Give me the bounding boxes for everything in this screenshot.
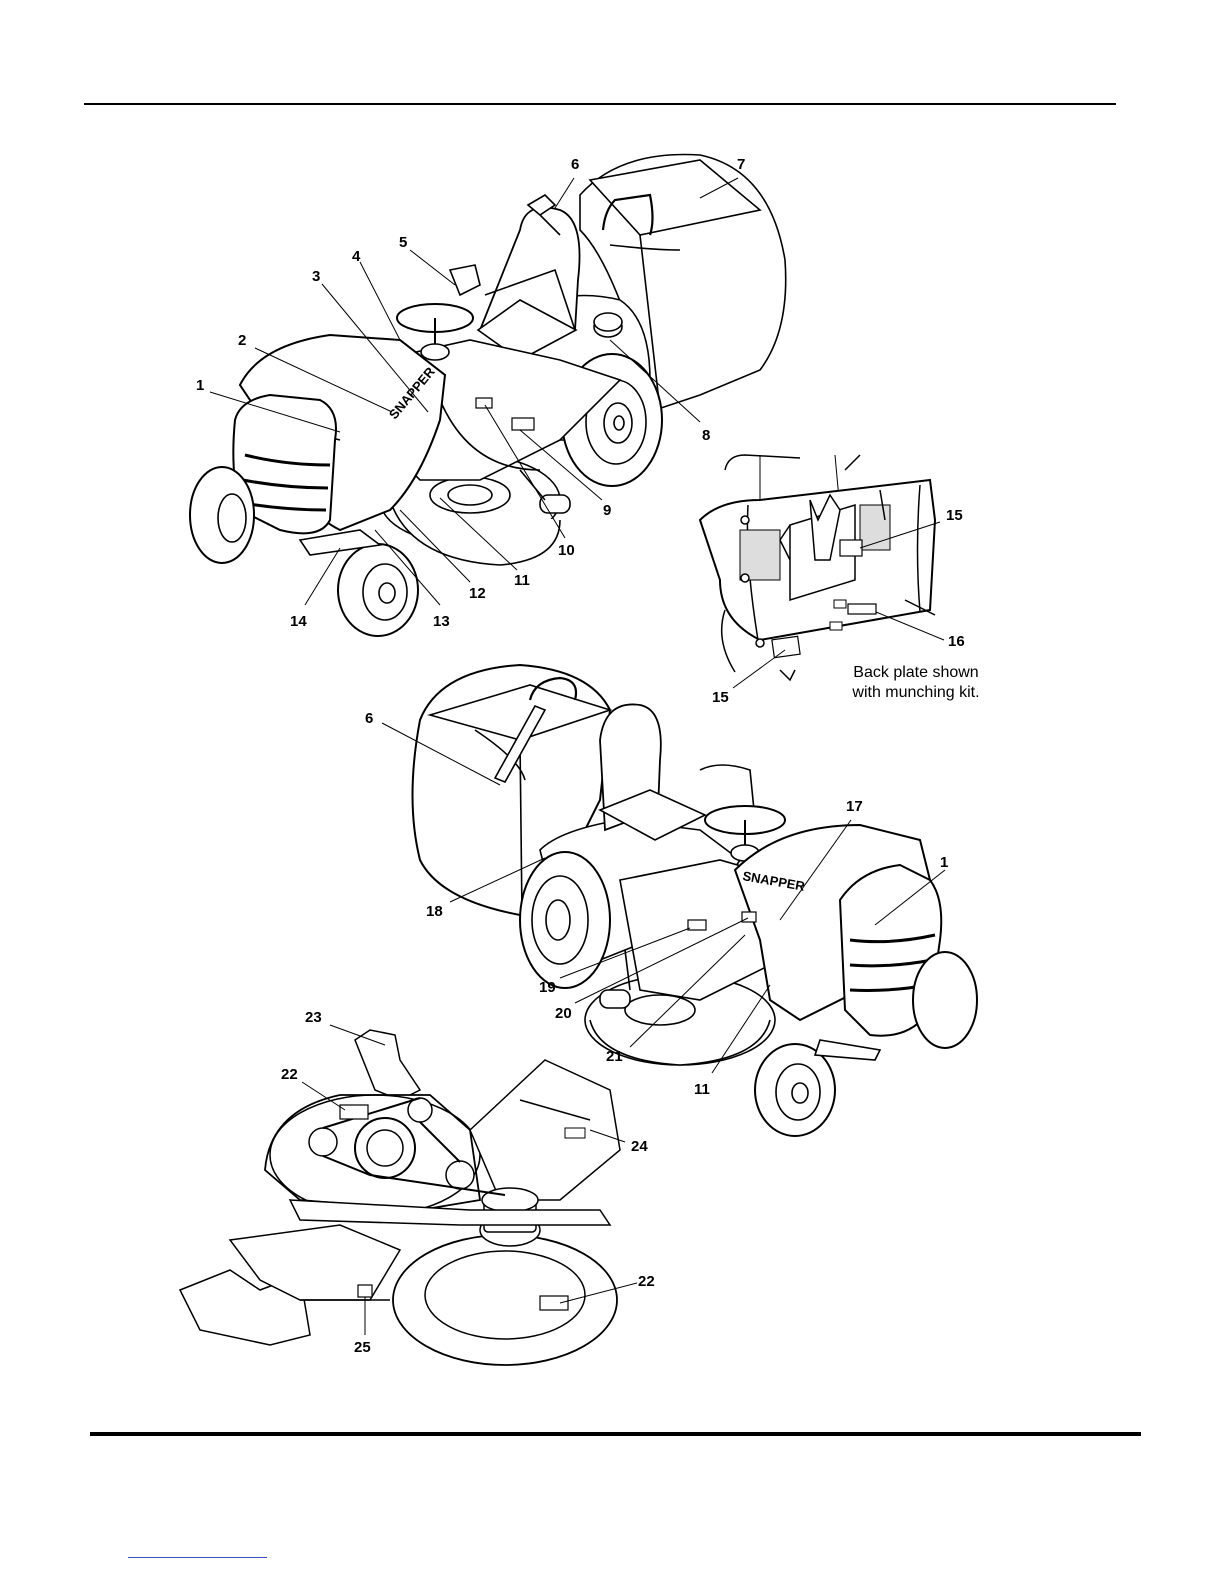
backplate-note-line2: with munching kit. [826,683,1006,703]
tractor-rear-view [413,665,978,1136]
callout-2: 2 [238,332,246,349]
callout-1: 1 [196,377,204,394]
callout-12: 12 [469,585,486,602]
mower-deck-view [180,1030,620,1365]
callout-4: 4 [352,248,361,265]
callout-24: 24 [631,1138,648,1155]
callout-15-bottom: 15 [712,689,729,706]
backplate-note: Back plate shown with munching kit. [826,663,1006,703]
tractor-front-view [190,155,786,637]
callout-3: 3 [312,268,320,285]
callout-22-top: 22 [281,1066,298,1083]
callout-19: 19 [539,979,556,996]
callout-25: 25 [354,1339,371,1356]
callout-17: 17 [846,798,863,815]
footer-rule [90,1432,1141,1436]
callout-8: 8 [702,427,710,444]
back-plate-inset [700,455,935,680]
callout-18: 18 [426,903,443,920]
callout-1-rear: 1 [940,854,948,871]
callout-11: 11 [514,572,530,589]
callout-11-rear: 11 [694,1081,710,1098]
callout-15-top: 15 [946,507,963,524]
callout-23: 23 [305,1009,322,1026]
callout-21: 21 [606,1048,623,1065]
footer-link-underline[interactable] [128,1557,267,1558]
callout-9: 9 [603,502,611,519]
callout-6: 6 [571,156,579,173]
callout-14: 14 [290,613,307,630]
callout-20: 20 [555,1005,572,1022]
callout-13: 13 [433,613,450,630]
callout-16: 16 [948,633,965,650]
callout-5: 5 [399,234,407,251]
callout-22-bottom: 22 [638,1273,655,1290]
callout-7: 7 [737,156,745,173]
backplate-note-line1: Back plate shown [826,663,1006,683]
callout-6-rear: 6 [365,710,373,727]
callout-10: 10 [558,542,575,559]
